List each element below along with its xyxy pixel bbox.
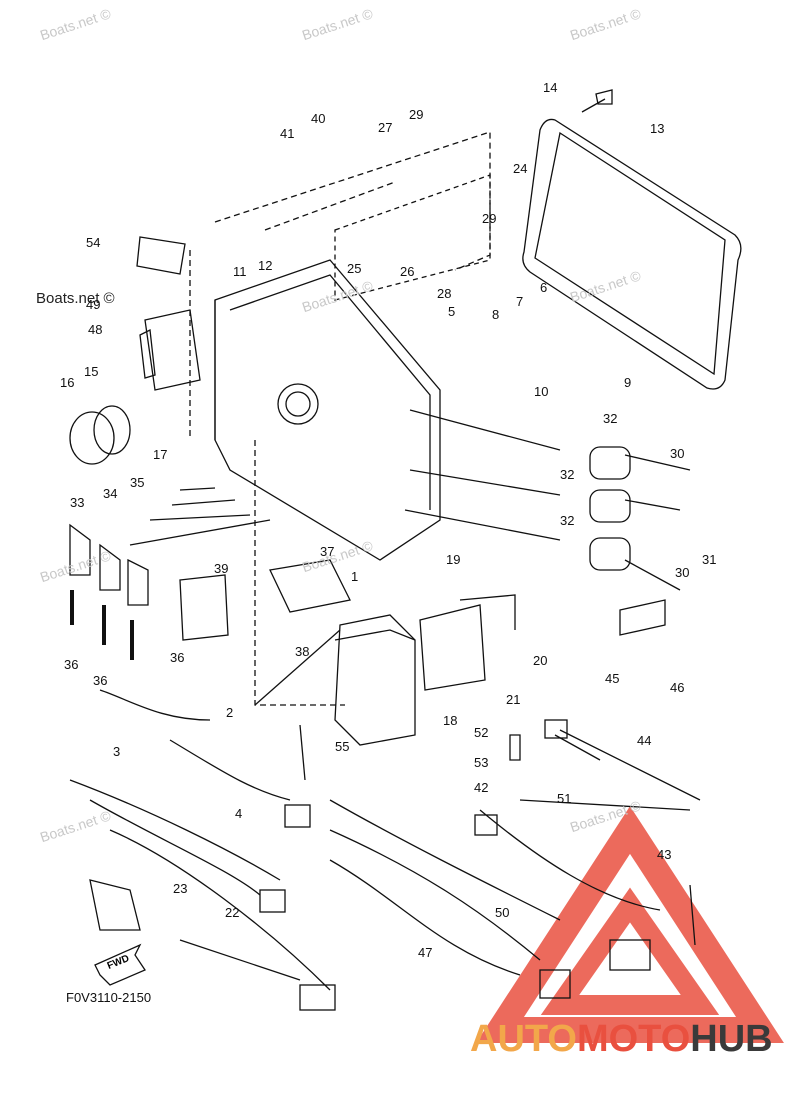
callout-6[interactable]: 6 [540,280,548,295]
callout-24[interactable]: 24 [513,161,528,176]
callout-29[interactable]: 29 [409,107,424,122]
callout-43[interactable]: 43 [657,847,672,862]
fwd-arrow-icon [94,943,146,986]
callout-32[interactable]: 32 [560,467,575,482]
callout-28[interactable]: 28 [437,286,452,301]
callout-48[interactable]: 48 [88,322,103,337]
callout-16[interactable]: 16 [60,375,75,390]
callout-9[interactable]: 9 [624,375,632,390]
callout-41[interactable]: 41 [280,126,295,141]
watermark-dark: Boats.net © [36,290,115,307]
callout-36[interactable]: 36 [64,657,79,672]
diagram-code: F0V3110-2150 [66,990,152,1005]
brand-part-moto: MOTO [576,1018,691,1060]
callout-2[interactable]: 2 [226,705,234,720]
callout-42[interactable]: 42 [474,780,489,795]
callout-25[interactable]: 25 [347,261,362,276]
callout-1[interactable]: 1 [351,569,359,584]
callout-51[interactable]: 51 [557,791,572,806]
callout-54[interactable]: 54 [86,235,101,250]
callout-45[interactable]: 45 [605,671,620,686]
callout-38[interactable]: 38 [295,644,310,659]
callout-27[interactable]: 27 [378,120,393,135]
callout-17[interactable]: 17 [153,447,168,462]
callout-15[interactable]: 15 [84,364,99,379]
callout-35[interactable]: 35 [130,475,145,490]
callout-39[interactable]: 39 [214,561,229,576]
callout-32[interactable]: 32 [603,411,618,426]
callout-50[interactable]: 50 [495,905,510,920]
callout-22[interactable]: 22 [225,905,240,920]
callout-30[interactable]: 30 [670,446,685,461]
callout-47[interactable]: 47 [418,945,433,960]
callout-21[interactable]: 21 [506,692,521,707]
callout-32[interactable]: 32 [560,513,575,528]
gasket-13 [522,118,742,390]
line-art [69,89,742,1011]
callout-12[interactable]: 12 [258,258,273,273]
callout-46[interactable]: 46 [670,680,685,695]
callout-33[interactable]: 33 [70,495,85,510]
callout-29[interactable]: 29 [482,211,497,226]
callout-40[interactable]: 40 [311,111,326,126]
callout-13[interactable]: 13 [650,121,665,136]
callout-31[interactable]: 31 [702,552,717,567]
callout-49[interactable]: 49 [86,297,101,312]
callout-18[interactable]: 18 [443,713,458,728]
callout-3[interactable]: 3 [113,744,121,759]
callout-36[interactable]: 36 [170,650,185,665]
brand-part-auto: AUTO [470,1018,577,1060]
callout-52[interactable]: 52 [474,725,489,740]
callout-5[interactable]: 5 [448,304,456,319]
callout-23[interactable]: 23 [173,881,188,896]
callout-11[interactable]: 11 [233,264,247,279]
automotohub-logo: AUTOMOTOHUB [470,1018,773,1061]
callout-8[interactable]: 8 [492,307,500,322]
box-11 [214,259,441,561]
callout-20[interactable]: 20 [533,653,548,668]
automotohub-triangle-icon [476,806,784,1043]
callout-10[interactable]: 10 [534,384,549,399]
callout-19[interactable]: 19 [446,552,461,567]
callout-44[interactable]: 44 [637,733,652,748]
callout-34[interactable]: 34 [103,486,118,501]
callout-30[interactable]: 30 [675,565,690,580]
callout-26[interactable]: 26 [400,264,415,279]
callout-36[interactable]: 36 [93,673,108,688]
brand-part-hub: HUB [690,1018,773,1060]
callout-37[interactable]: 37 [320,544,335,559]
callout-14[interactable]: 14 [543,80,558,95]
callout-4[interactable]: 4 [235,806,243,821]
callout-53[interactable]: 53 [474,755,489,770]
callout-55[interactable]: 55 [335,739,350,754]
callout-7[interactable]: 7 [516,294,524,309]
